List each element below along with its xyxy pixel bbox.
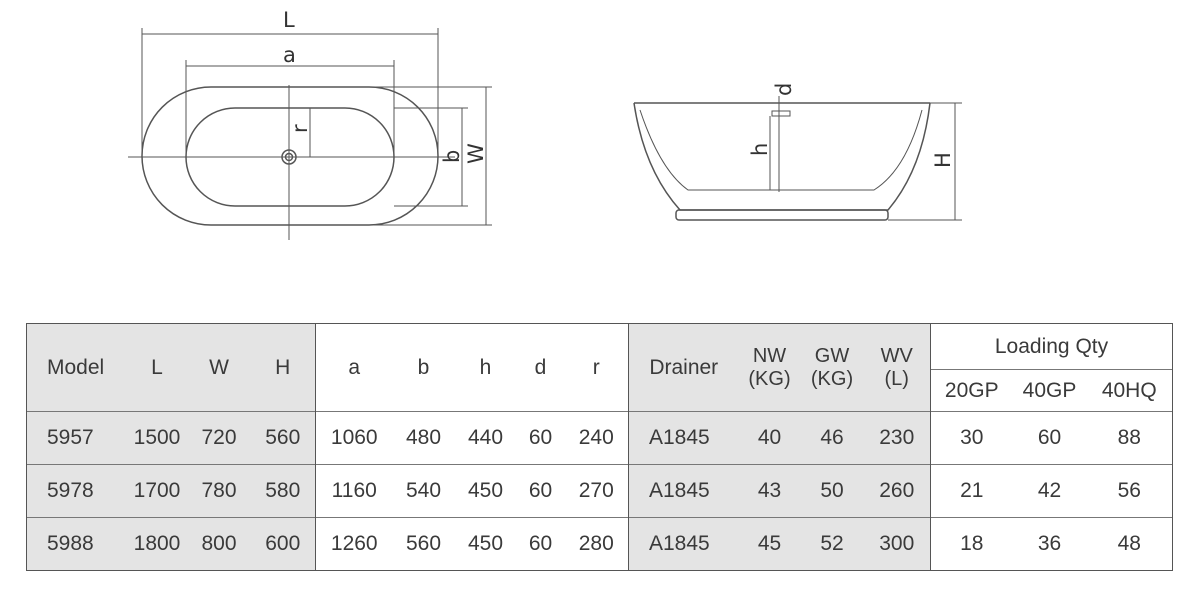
header-L: L: [126, 323, 188, 412]
cell-gw: 52: [800, 517, 864, 571]
header-nw: NW(KG): [738, 323, 801, 412]
tub-base: [675, 209, 889, 221]
cell-hq40: 88: [1086, 411, 1174, 465]
cell-a: 1260: [315, 517, 393, 571]
technical-drawings: L a r b W d h H: [128, 8, 962, 240]
header-drainer: Drainer: [628, 323, 739, 412]
cell-W: 800: [187, 517, 251, 571]
cell-r: 280: [564, 517, 629, 571]
cell-gw: 50: [800, 464, 864, 518]
cell-H: 600: [250, 517, 316, 571]
label-L: L: [283, 8, 295, 32]
header-wv-line2: (L): [884, 367, 909, 390]
cell-L: 1500: [126, 411, 188, 465]
cell-nw: 43: [738, 464, 801, 518]
header-model: Model: [26, 323, 127, 412]
cell-d: 60: [516, 464, 565, 518]
cell-L: 1800: [126, 517, 188, 571]
specification-table: Model L W H a b h d r Drainer NW(KG) GW(…: [26, 323, 1174, 571]
header-gw: GW(KG): [800, 323, 864, 412]
cell-nw: 40: [738, 411, 801, 465]
cell-L: 1700: [126, 464, 188, 518]
cell-H: 560: [250, 411, 316, 465]
cell-model: 5957: [26, 411, 127, 465]
cell-W: 780: [187, 464, 251, 518]
cell-b: 560: [392, 517, 455, 571]
label-h: h: [748, 143, 772, 156]
header-40gp: 40GP: [1012, 369, 1087, 412]
cell-drainer: A1845: [628, 411, 739, 465]
header-wv: WV(L): [863, 323, 931, 412]
header-row-1: Model L W H a b h d r Drainer NW(KG) GW(…: [26, 323, 1174, 412]
cell-a: 1160: [315, 464, 393, 518]
header-a: a: [315, 323, 393, 412]
cell-r: 270: [564, 464, 629, 518]
cell-nw: 45: [738, 517, 801, 571]
header-wv-line1: WV: [880, 344, 913, 367]
drain-fitting: [771, 110, 791, 117]
cell-gp20: 18: [930, 517, 1013, 571]
cell-gp40: 60: [1012, 411, 1087, 465]
tub-outer-profile: [633, 102, 931, 211]
cell-drainer: A1845: [628, 517, 739, 571]
cell-gw: 46: [800, 411, 864, 465]
header-loading-qty: Loading Qty: [930, 323, 1174, 370]
cell-h: 450: [454, 517, 517, 571]
cell-wv: 260: [863, 464, 931, 518]
top-view-drawing: [128, 28, 492, 240]
cell-drainer: A1845: [628, 464, 739, 518]
cell-model: 5978: [26, 464, 127, 518]
cell-b: 540: [392, 464, 455, 518]
cell-hq40: 48: [1086, 517, 1174, 571]
label-W: W: [464, 143, 488, 164]
header-r: r: [564, 323, 629, 412]
header-row-2: 20GP 40GP 40HQ: [27, 369, 1174, 412]
cell-gp40: 42: [1012, 464, 1087, 518]
cell-wv: 230: [863, 411, 931, 465]
cell-a: 1060: [315, 411, 393, 465]
cell-W: 720: [187, 411, 251, 465]
header-gw-line2: (KG): [810, 367, 854, 390]
header-h: h: [454, 323, 517, 412]
header-H: H: [250, 323, 316, 412]
drain-icon: [281, 149, 297, 165]
header-20gp: 20GP: [930, 369, 1013, 412]
cell-wv: 300: [863, 517, 931, 571]
cell-gp20: 21: [930, 464, 1013, 518]
label-d: d: [772, 83, 796, 96]
cell-model: 5988: [26, 517, 127, 571]
header-40hq: 40HQ: [1086, 369, 1174, 412]
cell-d: 60: [516, 517, 565, 571]
cell-hq40: 56: [1086, 464, 1174, 518]
cell-gp40: 36: [1012, 517, 1087, 571]
label-a: a: [283, 43, 296, 67]
header-d: d: [516, 323, 565, 412]
label-r: r: [288, 124, 312, 133]
cell-d: 60: [516, 411, 565, 465]
tub-inner-profile: [639, 109, 923, 191]
cell-H: 580: [250, 464, 316, 518]
cell-b: 480: [392, 411, 455, 465]
cell-gp20: 30: [930, 411, 1013, 465]
drain-inner: [284, 152, 294, 162]
header-nw-line2: (KG): [748, 367, 791, 390]
side-view-drawing: [633, 96, 962, 221]
header-W: W: [187, 323, 251, 412]
label-b: b: [440, 150, 464, 163]
cell-r: 240: [564, 411, 629, 465]
cell-h: 450: [454, 464, 517, 518]
header-b: b: [392, 323, 455, 412]
cell-h: 440: [454, 411, 517, 465]
header-gw-line1: GW: [814, 344, 850, 367]
label-H: H: [931, 152, 955, 168]
header-nw-line1: NW: [752, 344, 787, 367]
